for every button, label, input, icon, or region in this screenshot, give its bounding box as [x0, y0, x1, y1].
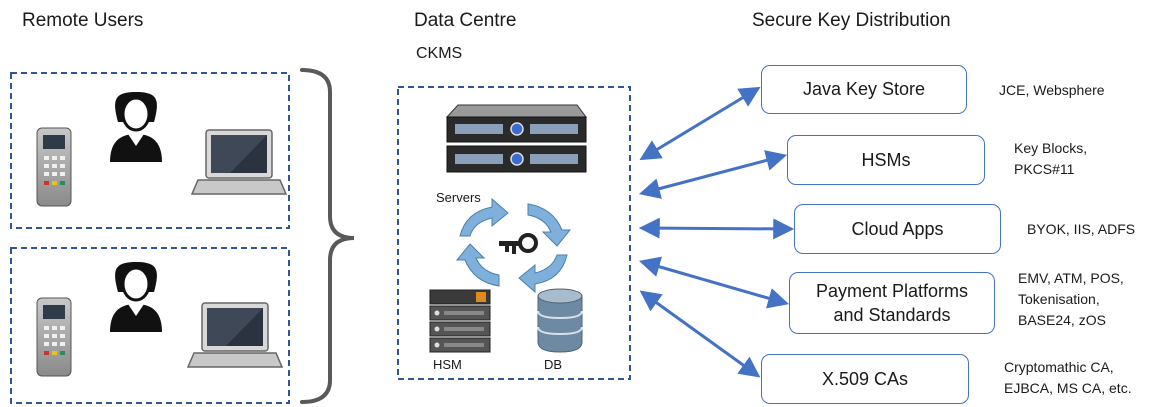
hsms-label: HSMs — [861, 149, 911, 170]
arrow-payment-platforms — [638, 256, 790, 309]
java-key-store-note: JCE, Websphere — [999, 82, 1105, 98]
database-icon — [537, 288, 583, 353]
grouping-brace — [300, 68, 355, 404]
user-icon-2 — [110, 262, 162, 332]
data-centre-box — [397, 86, 631, 380]
java-key-store-box: Java Key Store — [761, 65, 967, 114]
hsms-note: Key Blocks, PKCS#11 — [1014, 140, 1088, 177]
remote-user-group-top — [10, 72, 290, 229]
ckms-label: CKMS — [416, 45, 463, 62]
distribution-arrows — [638, 86, 795, 378]
arrow-cloud-apps — [638, 217, 795, 240]
arrow-hsms — [638, 150, 788, 199]
cloud-apps-box: Cloud Apps — [794, 204, 1001, 254]
payment-terminal-icon-2 — [36, 297, 72, 377]
laptop-icon-2 — [186, 302, 284, 368]
cloud-apps-note: BYOK, IIS, ADFS — [1027, 221, 1136, 237]
servers-label: Servers — [436, 190, 481, 205]
key-rotation-icon — [455, 197, 572, 294]
arrow-x509-cas — [639, 290, 761, 378]
payment-platforms-label: Payment Platforms and Standards — [815, 281, 969, 325]
x509-cas-label: X.509 CAs — [821, 368, 909, 389]
secure-key-distribution-heading: Secure Key Distribution — [752, 10, 951, 31]
remote-users-heading: Remote Users — [22, 10, 144, 31]
payment-platforms-box: Payment Platforms and Standards — [789, 272, 995, 334]
payment-terminal-icon — [36, 127, 72, 207]
server-rack-icon — [445, 104, 587, 173]
arrow-java-key-store — [639, 86, 761, 161]
x509-cas-box: X.509 CAs — [761, 354, 969, 404]
laptop-icon — [190, 129, 288, 195]
data-centre-heading: Data Centre — [414, 10, 517, 31]
db-label: DB — [544, 357, 563, 372]
hsm-label: HSM — [433, 357, 462, 372]
x509-cas-note: Cryptomathic CA, EJBCA, MS CA, etc. — [1004, 359, 1132, 396]
hsm-device-icon — [429, 289, 491, 353]
cloud-apps-label: Cloud Apps — [851, 218, 944, 239]
payment-platforms-note: EMV, ATM, POS, Tokenisation, BASE24, zOS — [1018, 270, 1124, 328]
user-icon — [110, 92, 162, 162]
hsms-box: HSMs — [787, 135, 985, 185]
java-key-store-label: Java Key Store — [802, 79, 926, 99]
remote-user-group-bottom — [10, 247, 290, 404]
